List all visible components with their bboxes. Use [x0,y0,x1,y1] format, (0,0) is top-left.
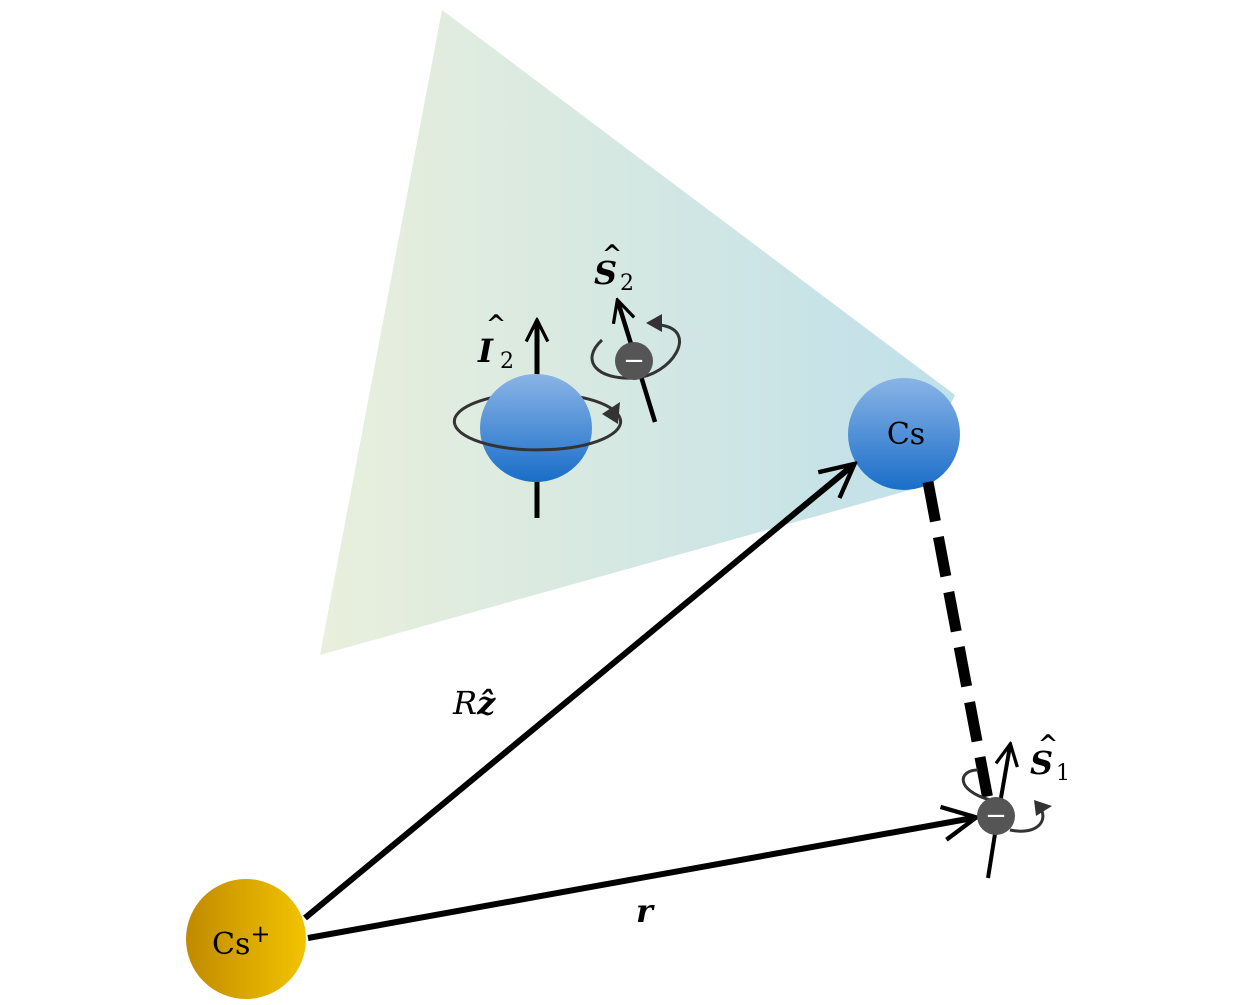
nucleus-sphere [480,374,592,482]
ion-cs-label: Cs+ [212,920,270,962]
r-vector [307,818,973,941]
I2-label: ^ I 2 [477,309,514,374]
svg-text:^: ^ [602,239,622,268]
S1-label: ^ S 1 [1030,729,1070,786]
svg-text:^: ^ [486,309,506,338]
svg-text:^: ^ [1038,729,1058,758]
electron1 [977,797,1015,835]
nuclear-rotation-front [453,417,623,452]
neutral-cs-label: Cs [887,417,925,452]
svg-text:1: 1 [1056,761,1070,786]
svg-text:2: 2 [500,349,514,374]
neutral-cs-atom [848,378,960,490]
bond-dashed-line [922,480,996,812]
electron2-sign: − [623,346,645,376]
electron1-sign: − [985,801,1007,831]
r-vector-label: r [636,892,655,930]
electron1-rotation-back [961,768,991,802]
R-vector-label: Rẑ [452,684,496,722]
electron2 [615,342,653,380]
svg-text:2: 2 [620,271,634,296]
R-vector [303,466,852,921]
electron2-rotation-arrowhead [646,314,662,332]
electron1-rotation-arrowhead [1034,800,1052,816]
S2-label: ^ S 2 [594,239,634,296]
ion-cs-atom [186,879,306,999]
nuclear-rotation-arrowhead [602,402,620,424]
svg-text:I: I [477,332,494,370]
svg-text:S: S [1030,744,1053,782]
molecular-plane [320,10,955,655]
svg-text:S: S [594,254,617,292]
